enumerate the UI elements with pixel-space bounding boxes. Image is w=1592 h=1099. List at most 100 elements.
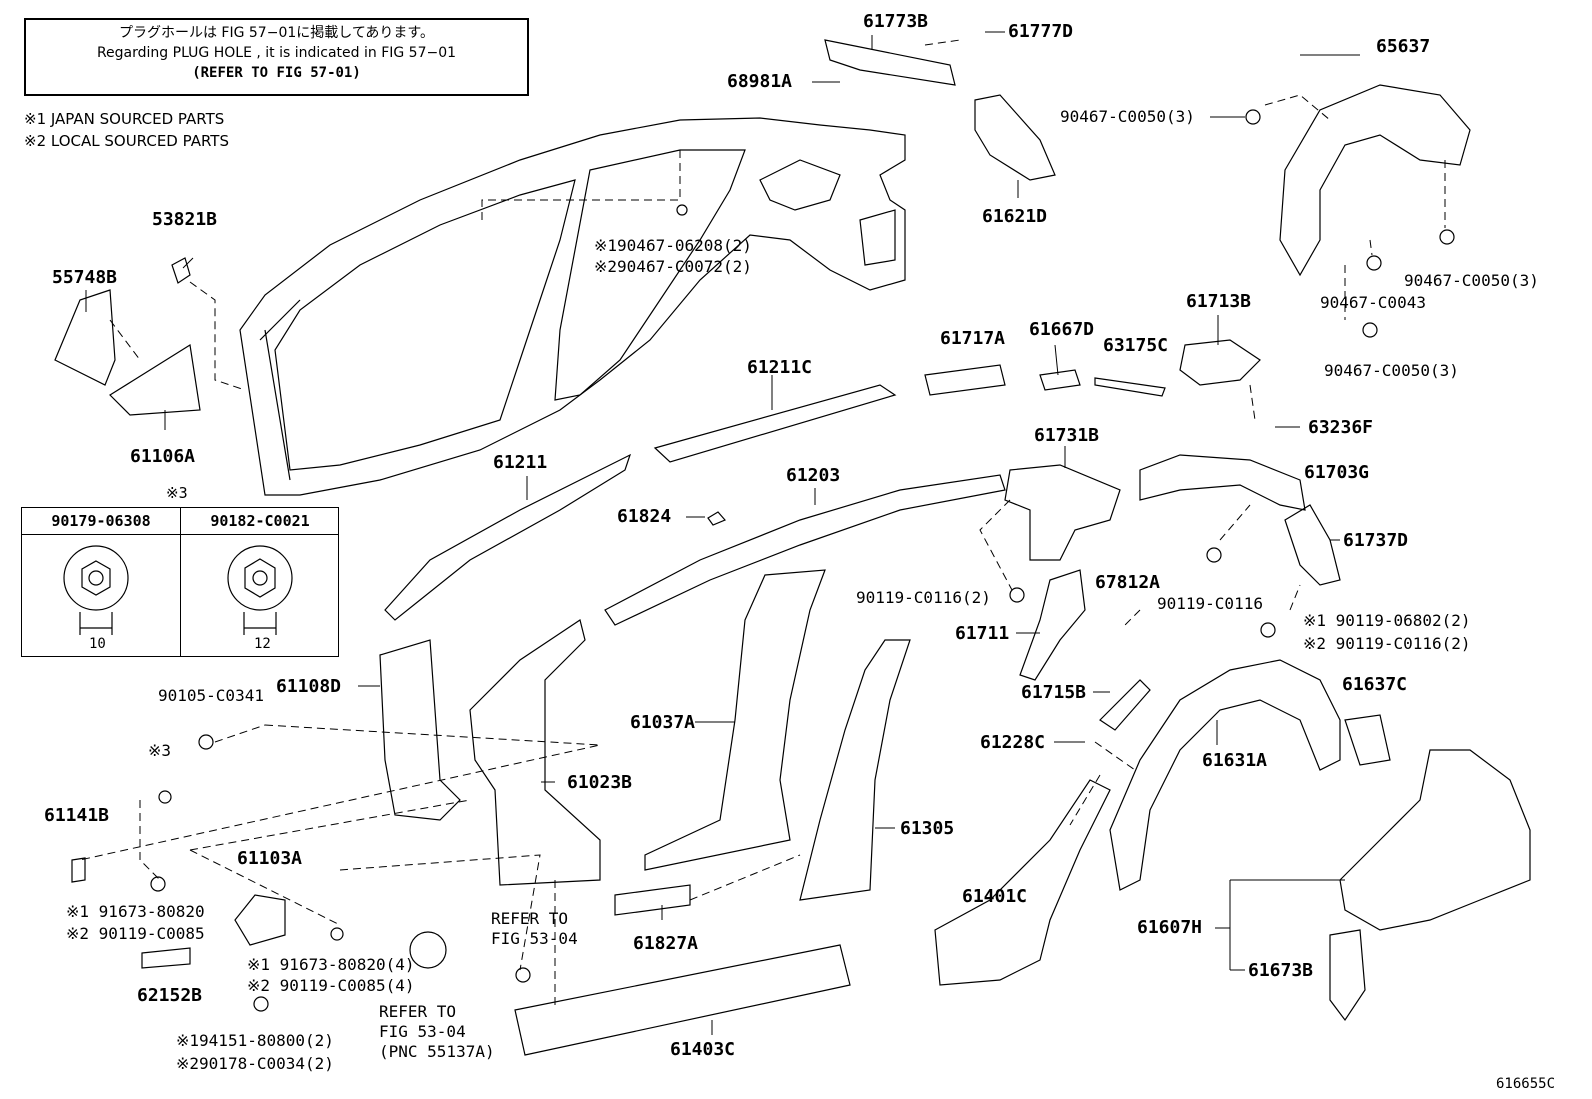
extension-61401C: [934, 779, 1111, 986]
table-header-part: 90179-06308: [22, 508, 181, 535]
nut-dimension: 10: [89, 636, 106, 652]
part-label: 61203: [786, 465, 841, 486]
bolt-icon: [150, 876, 166, 892]
part-label: 53821B: [152, 209, 218, 230]
nut-icon: [1245, 109, 1261, 125]
refer-note: FIG 53-04: [379, 1022, 466, 1041]
part-label: 61773B: [863, 11, 929, 32]
bracket-61711: [1019, 569, 1086, 681]
bolt-icon: [1260, 622, 1276, 638]
bracket-61713B: [1179, 339, 1261, 386]
part-label: 61607H: [1137, 917, 1203, 938]
part-label: 61637C: [1342, 674, 1408, 695]
seal-63175C: [1094, 377, 1166, 397]
part-label: 61141B: [44, 805, 110, 826]
part-label: 61631A: [1202, 750, 1268, 771]
part-label: 61827A: [633, 933, 699, 954]
refer-note: FIG 53-04: [491, 929, 578, 948]
bolt-callout: ※290467-C0072(2): [594, 257, 752, 276]
bracket-61717A: [924, 364, 1006, 396]
nut-callout: ※194151-80800(2): [176, 1031, 334, 1050]
bracket-61731B: [1004, 464, 1121, 561]
nut-dimension: 12: [254, 636, 271, 652]
part-label: 63236F: [1308, 417, 1374, 438]
part-label: 61777D: [1008, 21, 1074, 42]
bolt-icon: [1009, 587, 1025, 603]
panel-61607H: [1339, 749, 1531, 931]
rail-61203: [604, 474, 1006, 626]
part-label: 61211C: [747, 357, 813, 378]
nut-icon: [253, 996, 269, 1012]
part-label: 68981A: [727, 71, 793, 92]
wheelhouse-61631A: [1109, 659, 1341, 891]
rail-61211: [384, 453, 632, 621]
part-label: 61673B: [1248, 960, 1314, 981]
part-label: 61403C: [670, 1039, 736, 1060]
part-label: 61703G: [1304, 462, 1370, 483]
refer-note: (PNC 55137A): [379, 1042, 495, 1061]
flange-nut-12-drawing: [227, 545, 293, 611]
rocker-61403C: [514, 944, 851, 1056]
brace-61737D: [1284, 504, 1341, 586]
illustration-id: 616655C: [1496, 1076, 1556, 1092]
pad-61827A: [614, 884, 691, 916]
table-header-part: 90182-C0021: [181, 508, 339, 535]
part-label: 90467-C0050(3): [1404, 271, 1539, 290]
refer-note: REFER TO: [491, 909, 569, 928]
part-label: 55748B: [52, 267, 118, 288]
part-label: 90467-C0043: [1320, 293, 1426, 312]
note-japanese: プラグホールは FIG 57−01に掲載してあります。: [118, 25, 435, 41]
part-label: 61621D: [982, 206, 1048, 227]
bolt-callout: ※1 91673-80820: [66, 902, 205, 921]
part-label: 61305: [900, 818, 955, 839]
bolt-callout: ※2 90119-C0116(2): [1303, 634, 1471, 653]
bracket-61673B: [1329, 929, 1366, 1022]
part-label: 90119-C0116: [1157, 594, 1263, 613]
bracket-61773B: [824, 39, 956, 86]
pillar-61108D: [379, 639, 461, 821]
bolt-callout: ※2 90119-C0085: [66, 924, 205, 943]
front-bracket-61106A: [109, 344, 201, 416]
bolt-icon: [676, 204, 688, 216]
front-bracket-55748B: [54, 289, 116, 386]
part-label: 61023B: [567, 772, 633, 793]
pillar-61305: [799, 639, 911, 901]
plug-hole-note-box: プラグホールは FIG 57−01に掲載してあります。 Regarding PL…: [24, 18, 529, 96]
nut-icon: [1439, 229, 1455, 245]
nut-table-ref: ※3: [166, 484, 188, 502]
part-label: 61667D: [1029, 319, 1095, 340]
part-label: 61824: [617, 506, 672, 527]
part-label: 61737D: [1343, 530, 1409, 551]
part-label: 61715B: [1021, 682, 1087, 703]
pad-62152B: [141, 947, 191, 969]
bolt-icon: [198, 734, 214, 750]
nut-icon: [1366, 255, 1382, 271]
rail-61211C: [653, 384, 897, 463]
table-divider: [180, 508, 181, 656]
part-61715B: [1099, 679, 1151, 731]
part-label: 90119-C0116(2): [856, 588, 991, 607]
note-reference: (REFER TO FIG 57-01): [192, 65, 361, 81]
cap-53821B: [171, 257, 191, 284]
bracket-61103A: [234, 894, 286, 946]
side-body-outer-panel: [239, 117, 906, 496]
nut-ref-label: ※3: [148, 741, 172, 760]
nut-callout: ※290178-C0034(2): [176, 1054, 334, 1073]
part-label: 61228C: [980, 732, 1046, 753]
local-sourced-legend: ※2 LOCAL SOURCED PARTS: [24, 132, 229, 150]
part-label: 61037A: [630, 712, 696, 733]
part-label: 61713B: [1186, 291, 1252, 312]
part-label: 65637: [1376, 36, 1431, 57]
part-label: 67812A: [1095, 572, 1161, 593]
nut-icon: [1362, 322, 1378, 338]
part-label: 62152B: [137, 985, 203, 1006]
part-label: 90105-C0341: [158, 686, 264, 705]
reinforcement-61703G: [1139, 454, 1306, 511]
part-label: 61103A: [237, 848, 303, 869]
bolt-icon: [1206, 547, 1222, 563]
pillar-61023B: [469, 619, 601, 886]
bracket-61141B: [71, 857, 86, 883]
liner-65637: [1279, 84, 1471, 277]
part-label: 61108D: [276, 676, 342, 697]
gusset-61621D: [974, 94, 1056, 181]
